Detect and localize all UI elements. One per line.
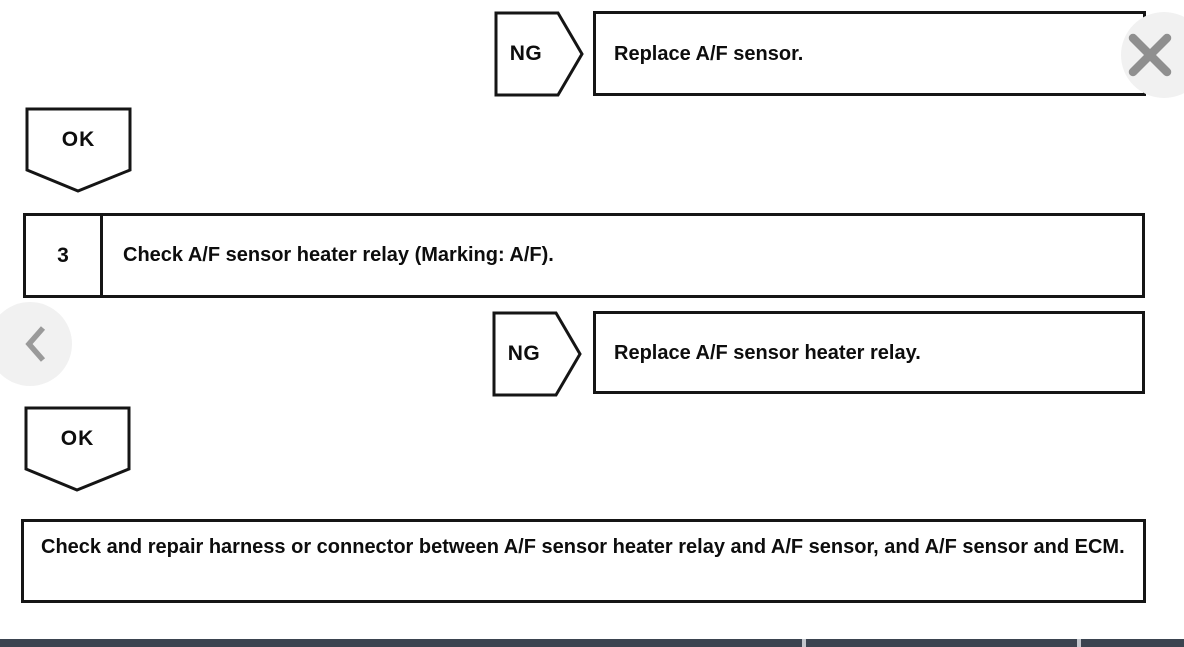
bottom-bar — [0, 639, 1184, 647]
ng-arrow-outline — [494, 11, 584, 97]
ok-connector-shape-2: OK — [24, 406, 131, 492]
ng-action-text: Replace A/F sensor. — [614, 42, 804, 65]
final-action-box: Check and repair harness or connector be… — [21, 519, 1146, 603]
bottom-bar-segment — [0, 639, 802, 647]
final-action-text: Check and repair harness or connector be… — [41, 536, 1125, 558]
ok-pentagon-outline — [24, 406, 131, 492]
ok-connector-shape-1: OK — [25, 107, 132, 193]
back-button[interactable] — [0, 302, 72, 386]
ok-label: OK — [61, 128, 96, 151]
step-number: 3 — [26, 216, 103, 295]
step-title: Check A/F sensor heater relay (Marking: … — [123, 244, 554, 266]
close-button[interactable] — [1121, 12, 1184, 98]
ng-label: NG — [509, 42, 543, 65]
ok-pentagon-outline — [25, 107, 132, 193]
ng-action-text: Replace A/F sensor heater relay. — [614, 341, 921, 364]
bottom-bar-segment — [806, 639, 1077, 647]
chevron-left-icon — [25, 326, 46, 362]
ng-arrow-shape-1: NG — [494, 11, 584, 97]
close-x-icon — [1128, 33, 1172, 77]
ok-label: OK — [60, 427, 95, 450]
ng-arrow-shape-2: NG — [492, 311, 582, 397]
step-box: 3 Check A/F sensor heater relay (Marking… — [23, 213, 1145, 298]
ng-action-box-2: Replace A/F sensor heater relay. — [593, 311, 1145, 394]
ng-arrow-outline — [492, 311, 582, 397]
ng-label: NG — [507, 342, 541, 365]
ng-action-box-1: Replace A/F sensor. — [593, 11, 1146, 96]
bottom-bar-segment — [1081, 639, 1184, 647]
